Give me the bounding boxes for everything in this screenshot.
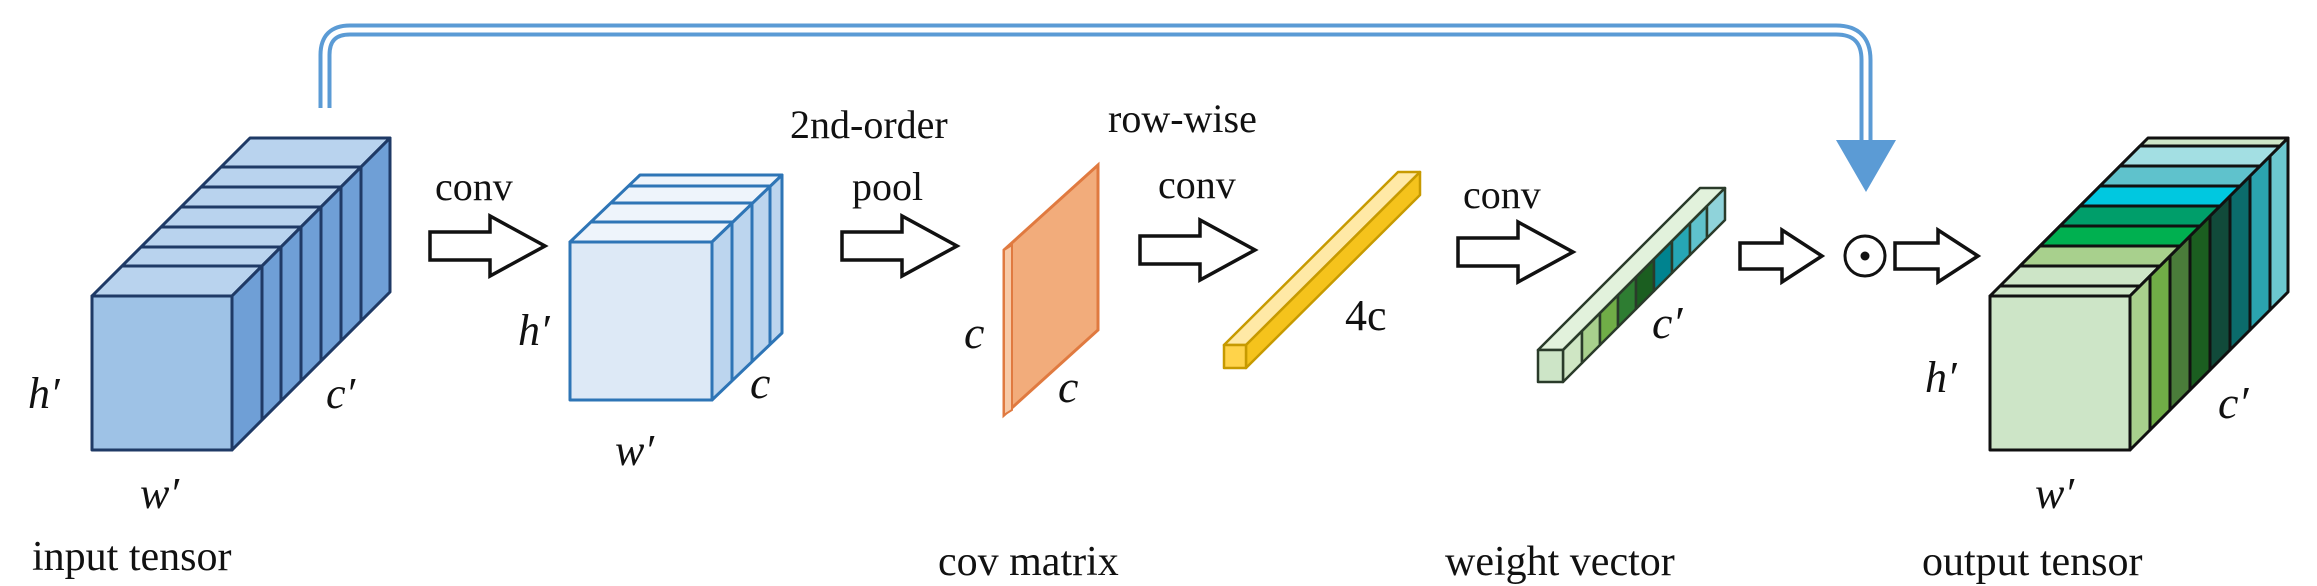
op-rowwise-line2: conv <box>1158 162 1236 207</box>
output-tensor: h′ w′ c′ output tensor <box>1922 136 2290 585</box>
skip-connection-arrow <box>318 23 1896 192</box>
conv-output-tensor: h′ w′ c <box>518 173 784 475</box>
input-h-label: h′ <box>28 369 61 418</box>
arrow-right-icon <box>1456 219 1577 285</box>
op-rowwise-line1: row-wise <box>1108 96 1257 141</box>
arrow-right-icon <box>1138 217 1259 283</box>
weight-caption: weight vector <box>1445 539 1675 585</box>
cov-rows-label: c <box>964 307 984 358</box>
weight-c-label: c′ <box>1652 297 1683 348</box>
output-h-label: h′ <box>1925 353 1958 402</box>
arrow-right-icon <box>840 213 961 279</box>
elementwise-multiply-icon <box>1843 234 1887 278</box>
cov-caption: cov matrix <box>938 539 1119 585</box>
input-tensor: h′ w′ c′ input tensor <box>28 136 392 580</box>
cov-cols-label: c <box>1058 361 1078 412</box>
input-c-label: c′ <box>326 369 357 418</box>
conv-c-label: c <box>750 357 770 408</box>
op-conv-2: conv <box>1463 172 1541 217</box>
op-conv-1: conv <box>435 164 513 209</box>
conv-w-label: w′ <box>615 426 655 475</box>
arrow-right-icon <box>428 213 549 279</box>
arrow-right-icon <box>1893 226 1982 286</box>
output-w-label: w′ <box>2035 469 2075 518</box>
input-w-label: w′ <box>140 469 180 518</box>
cov-matrix: c c cov matrix <box>938 161 1119 585</box>
rowwise-conv-vector <box>1222 170 1422 370</box>
op-pool-line2: pool <box>852 164 923 209</box>
weight-vector <box>1536 186 1727 384</box>
input-caption: input tensor <box>32 534 231 580</box>
output-c-label: c′ <box>2218 377 2249 428</box>
arrow-right-icon <box>1738 226 1826 286</box>
conv-h-label: h′ <box>518 306 551 355</box>
op-pool-line1: 2nd-order <box>790 102 948 147</box>
rowconv-size-label: 4c <box>1345 291 1387 340</box>
output-caption: output tensor <box>1922 539 2142 585</box>
